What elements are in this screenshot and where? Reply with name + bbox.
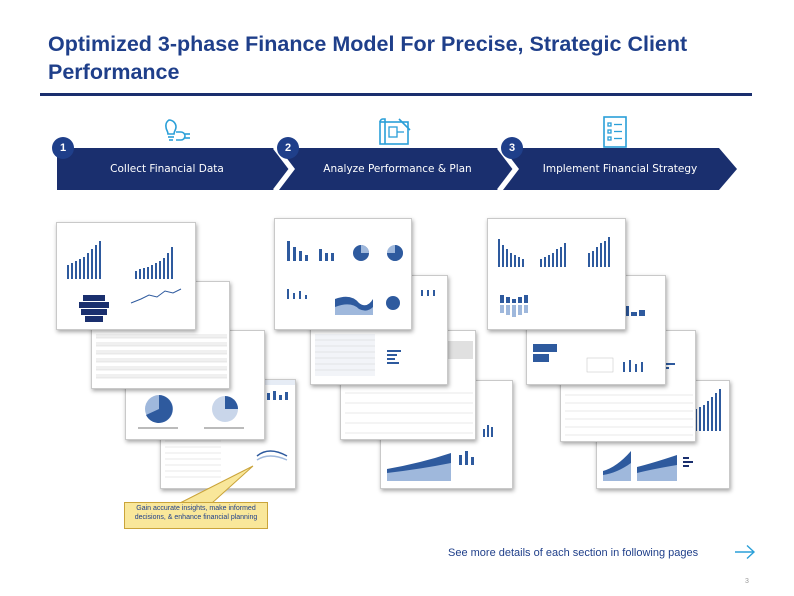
more-details-text: See more details of each section in foll… [448, 547, 699, 559]
page-number: 3 [745, 578, 749, 585]
callout-pointer [179, 465, 254, 504]
page-title: Optimized 3-phase Finance Model For Prec… [48, 32, 688, 84]
phase-chevron-bar [57, 148, 737, 190]
phase-1-chevron [57, 148, 290, 190]
phase-1-number: 1 [52, 137, 74, 159]
title-divider [40, 93, 752, 96]
phase-3-number: 3 [501, 137, 523, 159]
phase-2-chevron [279, 148, 514, 190]
phase-2-number: 2 [277, 137, 299, 159]
phase-2-label: Analyze Performance & Plan [323, 163, 472, 175]
phase-3-label: Implement Financial Strategy [542, 163, 698, 175]
blueprint-plan-icon [379, 118, 411, 145]
phase-3-chevron [503, 148, 737, 190]
phase-1-thumbnail-1 [56, 222, 196, 330]
checklist-icon [603, 116, 627, 148]
arrow-right-icon[interactable] [734, 544, 756, 560]
phase-1-label: Collect Financial Data [110, 163, 224, 175]
phase-2-thumbnail-1 [274, 218, 412, 330]
phase-3-thumbnail-1 [487, 218, 626, 330]
phase-1-thumbnail-2 [91, 281, 230, 389]
lightbulb-plug-icon [165, 119, 190, 141]
insights-callout: Gain accurate insights, make informed de… [124, 502, 268, 529]
